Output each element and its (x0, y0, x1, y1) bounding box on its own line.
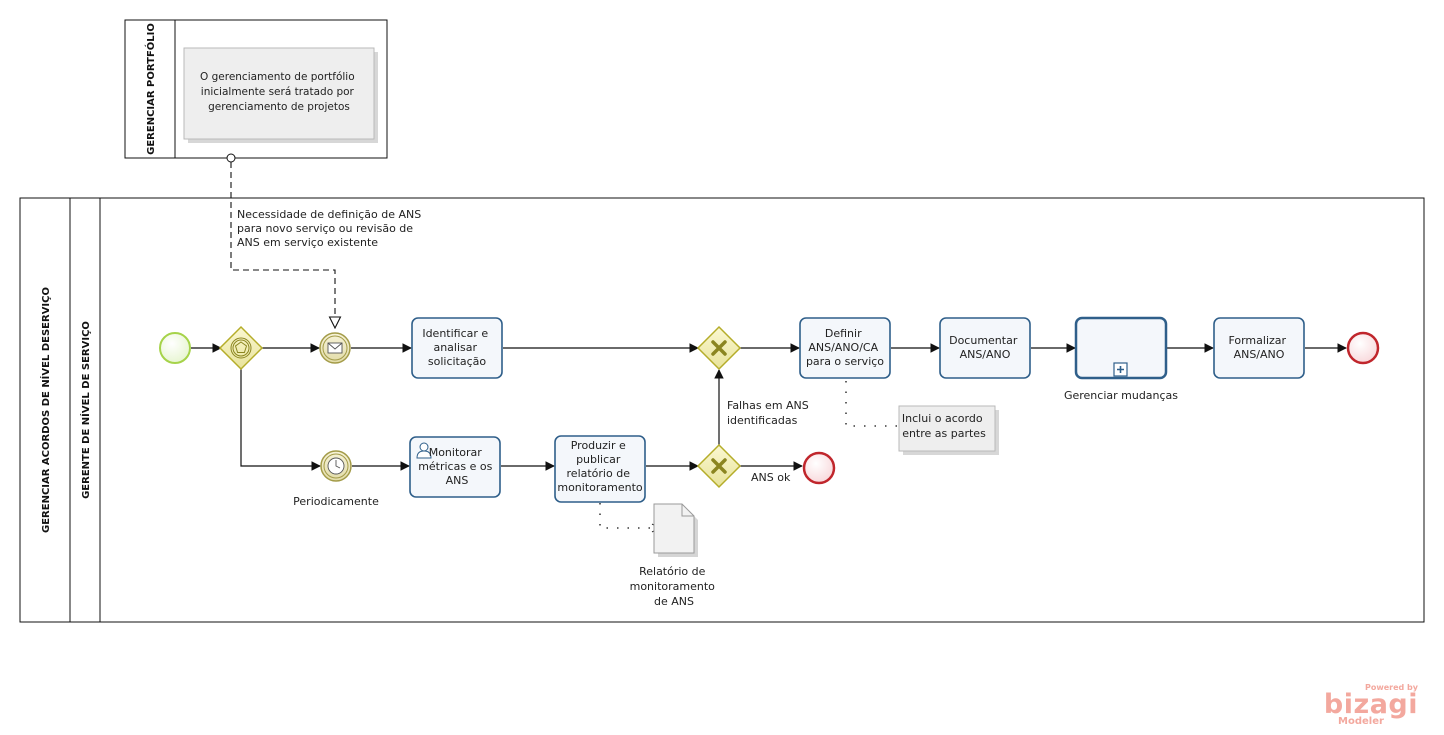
task-identificar[interactable]: Identificar e analisar solicitação (411, 317, 503, 379)
task-label: ANS (446, 474, 469, 487)
task-label: monitoramento (557, 481, 643, 494)
task-label: relatório de (567, 467, 631, 480)
portfolio-note: O gerenciamento de portfólio inicialment… (183, 47, 378, 143)
data-object-label: Relatório de (639, 565, 706, 578)
exclusive-gateway-top[interactable] (696, 325, 742, 371)
task-label: Identificar e (422, 327, 488, 340)
pentagon-icon (234, 341, 248, 353)
exclusive-gateway-bottom[interactable] (696, 443, 742, 489)
flow-label-ans-ok: ANS ok (751, 471, 791, 484)
data-object-label: monitoramento (630, 580, 716, 593)
svg-text:Falhas em ANS identificada: Falhas em ANS identificadas (727, 399, 812, 427)
task-label: para o serviço (806, 355, 884, 368)
start-event[interactable] (159, 332, 191, 364)
message-catch-event[interactable] (319, 332, 351, 364)
timer-label: Periodicamente (293, 495, 379, 508)
end-event-ans-ok[interactable] (802, 451, 836, 485)
clock-icon (327, 457, 345, 475)
subprocess-label: Gerenciar mudanças (1064, 389, 1178, 402)
task-label: Definir (825, 327, 862, 340)
svg-text:Documentar ANS/ANO: Documentar ANS/ANO (949, 334, 1021, 361)
svg-text:Monitorar métricas e os: Monitorar métricas e os ANS (418, 446, 496, 487)
svg-text:Formalizar ANS/ANO: Formalizar ANS/ANO (1228, 334, 1289, 361)
portfolio-pool-title: GERENCIAR PORTFÓLIO (144, 23, 157, 155)
task-definir[interactable]: Definir ANS/ANO/CA para o serviço (799, 317, 891, 379)
svg-text:Identificar e analisar: Identificar e analisar solicitação (422, 327, 491, 368)
main-pool-title: GERENCIAR ACORDOS DE NÍVEL DESERVIÇO (39, 287, 52, 533)
svg-text:Inclui o acordo entre as: Inclui o acordo entre as partes (902, 412, 986, 440)
annotation-line: entre as partes (902, 427, 986, 440)
task-label: solicitação (428, 355, 487, 368)
task-label: ANS/ANO/CA (808, 341, 878, 354)
envelope-icon (327, 342, 343, 354)
data-object-relatorio[interactable] (653, 503, 698, 557)
task-label: analisar (433, 341, 477, 354)
brand-sub: Modeler (1338, 716, 1384, 727)
svg-text:O gerenciamento de portfólio: O gerenciamento de portfólio inicialment… (200, 71, 358, 113)
user-icon (416, 442, 432, 459)
end-event-final[interactable] (1346, 331, 1380, 365)
main-pool: GERENCIAR ACORDOS DE NÍVEL DESERVIÇO GER… (19, 197, 1425, 623)
portfolio-note-line: gerenciamento de projetos (208, 101, 350, 113)
sequence-flows (191, 343, 1347, 471)
task-label: ANS/ANO (1234, 348, 1285, 361)
task-label: Produzir e (571, 439, 626, 452)
message-flow: Necessidade de definição de ANS para nov… (226, 153, 425, 328)
task-produzir[interactable]: Produzir e publicar relatório de monitor… (554, 435, 646, 503)
flow-label-falhas: identificadas (727, 414, 798, 427)
svg-text:Definir ANS/ANO/CA: Definir ANS/ANO/CA para o serviço (806, 327, 884, 368)
collapsed-subprocess-plus-icon (1113, 362, 1128, 377)
task-label: métricas e os (418, 460, 492, 473)
brand-powered: Powered by (1365, 683, 1419, 692)
message-flow-label: Necessidade de definição de ANS (237, 208, 421, 221)
text-annotation: Inclui o acordo entre as partes (898, 405, 999, 455)
task-label: ANS/ANO (960, 348, 1011, 361)
brand-name: bizagi (1324, 689, 1418, 720)
message-flow-label: para novo serviço ou revisão de (237, 222, 413, 235)
flow-label-falhas: Falhas em ANS (727, 399, 809, 412)
message-flow-label: ANS em serviço existente (237, 236, 378, 249)
bizagi-logo: Powered by bizagi Modeler (1324, 683, 1419, 727)
task-label: publicar (576, 453, 621, 466)
portfolio-pool: GERENCIAR PORTFÓLIO O gerenciamento de p… (124, 19, 388, 159)
x-icon (711, 340, 727, 356)
task-monitorar[interactable]: Monitorar métricas e os ANS (409, 436, 501, 498)
lane-title: GERENTE DE NÍVEL DE SERVIÇO (79, 321, 92, 499)
task-label: Documentar (949, 334, 1018, 347)
task-label: Formalizar (1228, 334, 1286, 347)
svg-text:Necessidade de definição de AN: Necessidade de definição de ANS para nov… (237, 208, 425, 249)
svg-text:Produzir e publicar: Produzir e publicar relatório de monitor… (557, 439, 643, 494)
data-object-label: de ANS (654, 595, 694, 608)
task-documentar[interactable]: Documentar ANS/ANO (939, 317, 1031, 379)
portfolio-note-line: O gerenciamento de portfólio (200, 71, 355, 83)
x-icon (711, 458, 727, 474)
annotation-line: Inclui o acordo (902, 412, 983, 425)
subprocess-gerenciar-mudancas[interactable] (1074, 316, 1168, 380)
task-formalizar[interactable]: Formalizar ANS/ANO (1213, 317, 1305, 379)
event-based-gateway[interactable] (218, 325, 264, 371)
svg-text:Relatório de monitoramento: Relatório de monitoramento de ANS (630, 565, 719, 608)
task-label: Monitorar (429, 446, 483, 459)
portfolio-note-line: inicialmente será tratado por (201, 86, 355, 98)
timer-catch-event[interactable] (320, 450, 352, 482)
